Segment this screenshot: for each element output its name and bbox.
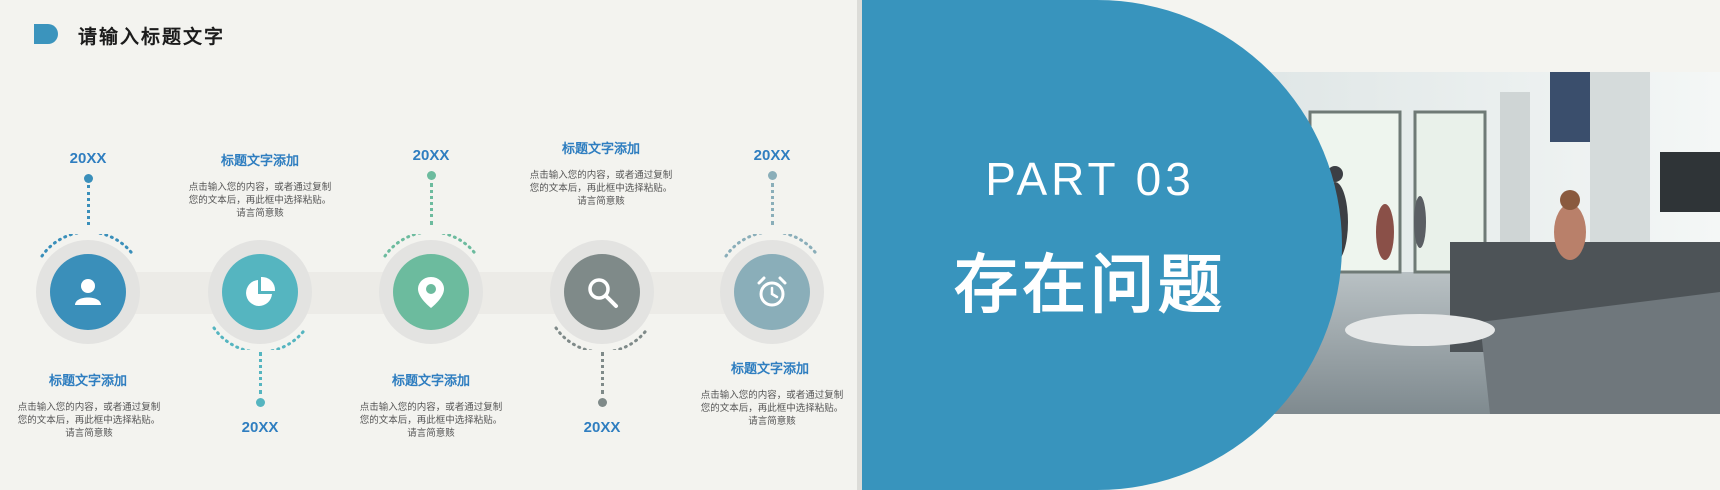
timeline-year[interactable]: 20XX xyxy=(583,419,621,436)
timeline-dot xyxy=(427,171,436,180)
timeline-dot xyxy=(768,171,777,180)
slide-divider xyxy=(857,0,862,490)
node-disc[interactable] xyxy=(734,254,810,330)
alarm-clock-icon xyxy=(757,276,787,307)
node-disc[interactable] xyxy=(50,254,126,330)
timeline-item-title[interactable]: 标题文字添加 xyxy=(391,374,470,389)
timeline-item-title[interactable]: 标题文字添加 xyxy=(561,142,640,157)
timeline-node xyxy=(550,240,654,344)
timeline-item-title[interactable]: 标题文字添加 xyxy=(48,374,127,389)
timeline-year[interactable]: 20XX xyxy=(753,147,791,164)
timeline-year[interactable]: 20XX xyxy=(69,150,107,167)
pie-chart-icon xyxy=(246,276,276,306)
timeline-slide: 请输入标题文字 20XX 标题文字添加 点击输入您的内容，或者通过复制您的文本后… xyxy=(0,0,857,490)
header-marker-icon xyxy=(34,24,58,44)
timeline-node xyxy=(379,240,483,344)
timeline-item-desc[interactable]: 点击输入您的内容，或者通过复制您的文本后，再此框中选择粘贴。请言简意赅 xyxy=(700,390,844,427)
user-icon xyxy=(75,279,101,305)
slide-title[interactable]: 请输入标题文字 xyxy=(78,26,226,48)
timeline-stem xyxy=(259,352,262,394)
timeline-stem xyxy=(601,352,604,394)
timeline-year[interactable]: 20XX xyxy=(412,147,450,164)
timeline-year[interactable]: 20XX xyxy=(241,419,279,436)
timeline-dot xyxy=(598,398,607,407)
timeline-stem xyxy=(87,185,90,225)
section-accent-shape xyxy=(862,0,1342,490)
timeline-stem xyxy=(771,183,774,225)
node-disc[interactable] xyxy=(222,254,298,330)
timeline-stem xyxy=(430,183,433,225)
search-icon xyxy=(588,278,618,308)
timeline-node xyxy=(720,240,824,344)
node-disc[interactable] xyxy=(393,254,469,330)
node-disc[interactable] xyxy=(564,254,640,330)
timeline-item-desc[interactable]: 点击输入您的内容，或者通过复制您的文本后，再此框中选择粘贴。请言简意赅 xyxy=(359,402,503,439)
location-pin-icon xyxy=(418,277,444,308)
timeline-item-title[interactable]: 标题文字添加 xyxy=(220,154,299,169)
section-title[interactable]: 存在问题 xyxy=(954,249,1226,323)
part-label[interactable]: PART 03 xyxy=(985,153,1195,205)
timeline-node xyxy=(208,240,312,344)
timeline-item-title[interactable]: 标题文字添加 xyxy=(730,362,809,377)
timeline-item-desc[interactable]: 点击输入您的内容，或者通过复制您的文本后，再此框中选择粘贴。请言简意赅 xyxy=(17,402,161,439)
timeline-dot xyxy=(84,174,93,183)
timeline-dot xyxy=(256,398,265,407)
timeline-item-desc[interactable]: 点击输入您的内容，或者通过复制您的文本后，再此框中选择粘贴。请言简意赅 xyxy=(188,182,332,219)
timeline-node xyxy=(36,240,140,344)
timeline-item-desc[interactable]: 点击输入您的内容，或者通过复制您的文本后，再此框中选择粘贴。请言简意赅 xyxy=(529,170,673,207)
